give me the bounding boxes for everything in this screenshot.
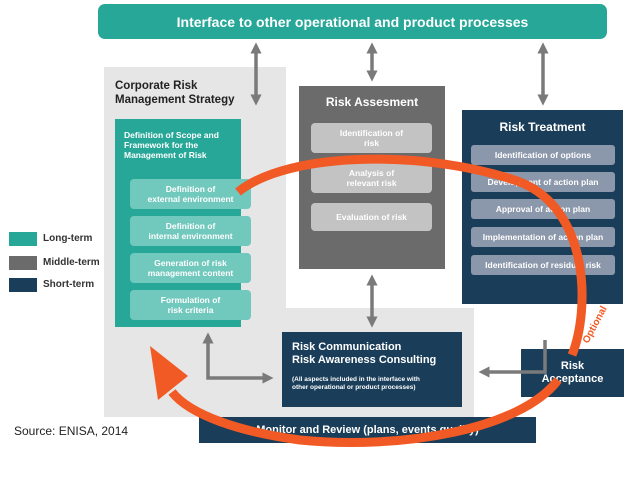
legend-swatch-long-term bbox=[9, 232, 37, 246]
legend-label-long-term: Long-term bbox=[43, 233, 93, 244]
monitor-review-bar: Monitor and Review (plans, events qualit… bbox=[199, 417, 536, 443]
risk-acceptance-box: Risk Acceptance bbox=[521, 349, 624, 397]
corporate-strategy-title: Corporate Risk Management Strategy bbox=[115, 80, 235, 106]
evaluation-of-risk-item: Evaluation of risk bbox=[311, 203, 432, 231]
top-banner-text: Interface to other operational and produ… bbox=[176, 13, 529, 30]
scope-framework-title: Definition of Scope and Framework for th… bbox=[124, 130, 219, 160]
legend: Long-term Middle-term Short-term bbox=[9, 232, 109, 296]
legend-label-short-term: Short-term bbox=[43, 279, 95, 290]
identification-residual-risk-item: Identification of residual risk bbox=[471, 255, 615, 275]
internal-environment-item: Definition of internal environment bbox=[130, 216, 251, 246]
source-caption: Source: ENISA, 2014 bbox=[14, 424, 129, 438]
legend-label-middle-term: Middle-term bbox=[43, 257, 100, 268]
identification-of-risk-item: Identification of risk bbox=[311, 123, 432, 153]
risk-criteria-item: Formulation of risk criteria bbox=[130, 290, 251, 320]
legend-swatch-short-term bbox=[9, 278, 37, 292]
implementation-action-plan-item: Implementation of action plan bbox=[471, 227, 615, 247]
monitor-review-text: Monitor and Review (plans, events qualit… bbox=[256, 424, 479, 436]
risk-treatment-title: Risk Treatment bbox=[499, 120, 586, 134]
risk-communication-title: Risk Communication Risk Awareness Consul… bbox=[292, 341, 437, 366]
development-action-plan-item: Development of action plan bbox=[471, 172, 615, 192]
external-environment-item: Definition of external environment bbox=[130, 179, 251, 209]
top-banner: Interface to other operational and produ… bbox=[98, 4, 607, 39]
optional-label: Optional bbox=[581, 304, 610, 345]
legend-swatch-middle-term bbox=[9, 256, 37, 270]
analysis-relevant-risk-item: Analysis of relevant risk bbox=[311, 163, 432, 193]
risk-assessment-title: Risk Assesment bbox=[325, 95, 419, 109]
risk-management-content-item: Generation of risk management content bbox=[130, 253, 251, 283]
identification-of-options-item: Identification of options bbox=[471, 145, 615, 165]
risk-communication-box: Risk Communication Risk Awareness Consul… bbox=[282, 332, 462, 407]
approval-action-plan-item: Approval of action plan bbox=[471, 199, 615, 219]
risk-communication-note: (All aspects included in the interface w… bbox=[292, 376, 420, 391]
